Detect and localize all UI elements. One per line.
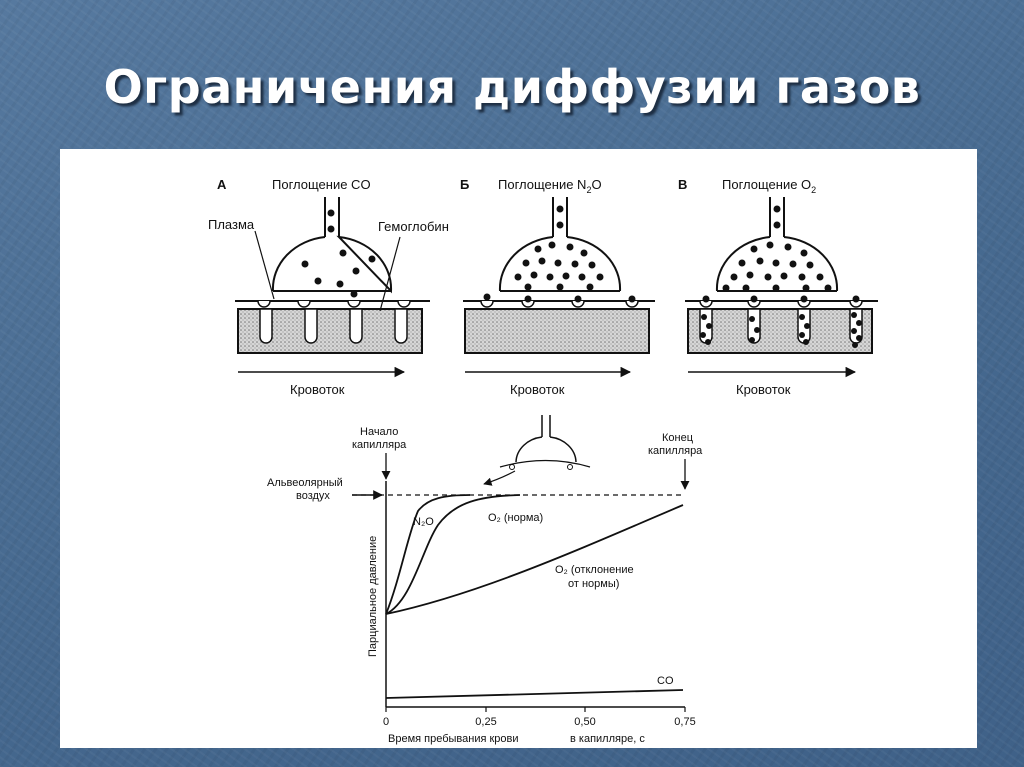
x-tick-label-1: 0,25 <box>475 716 496 728</box>
panel-a-letter: А <box>217 177 227 192</box>
panel-c: В Поглощение O2 <box>678 177 878 397</box>
plasma-label: Плазма <box>208 217 255 232</box>
plasma-pointer <box>254 230 275 300</box>
blood-flow-label-a: Кровоток <box>290 382 345 397</box>
x-axis-label-part1: Время пребывания крови <box>388 733 519 745</box>
curve-o2-normal <box>385 494 521 615</box>
blood-flow-label-c: Кровоток <box>736 382 791 397</box>
x-tick-label-2: 0,50 <box>574 716 595 728</box>
alveolus-a <box>271 197 393 294</box>
slide-title: Ограничения диффузии газов <box>103 60 921 114</box>
hemoglobin-pointer <box>379 236 401 312</box>
panel-a: А Поглощение CO Плазма Гемоглобин Кров <box>208 177 449 397</box>
hemoglobin-label: Гемоглобин <box>378 219 449 234</box>
panel-b-title: Поглощение N2O <box>498 177 602 195</box>
red-cell-block-c <box>687 308 873 354</box>
mini-alveolus <box>483 415 591 486</box>
panel-a-title: Поглощение CO <box>272 177 371 192</box>
x-ticks <box>385 707 686 712</box>
curve-label-o2-abnormal-1: O₂ (отклонение <box>555 564 634 576</box>
curve-label-co: CO <box>657 675 674 687</box>
partial-pressure-graph: 0 0,25 0,50 0,75 Начало капилляра Конец … <box>267 415 703 745</box>
x-tick-label-3: 0,75 <box>674 716 695 728</box>
curve-label-o2-normal: O₂ (норма) <box>488 512 543 524</box>
figure-panel: А Поглощение CO Плазма Гемоглобин Кров <box>60 149 977 748</box>
red-cell-block-a <box>237 308 423 354</box>
diffusion-figure: А Поглощение CO Плазма Гемоглобин Кров <box>208 177 878 745</box>
alveolus-b <box>498 197 622 292</box>
panel-b: Б Поглощение N2O Кровоток <box>460 177 655 397</box>
membrane-a <box>235 300 430 308</box>
capillary-start-label-1: Начало <box>360 426 398 438</box>
membrane-b <box>463 293 655 308</box>
capillary-end-label-1: Конец <box>662 432 694 444</box>
blood-flow-label-b: Кровоток <box>510 382 565 397</box>
alveolar-air-label-2: воздух <box>296 490 330 502</box>
panel-c-title: Поглощение O2 <box>722 177 816 195</box>
membrane-c <box>685 295 878 308</box>
curve-n2o <box>385 494 471 615</box>
curve-label-o2-abnormal-2: от нормы) <box>568 578 619 590</box>
y-axis-label: Парциальное давление <box>367 536 379 657</box>
gas-molecules-a <box>301 209 376 298</box>
capillary-end-label-2: капилляра <box>648 445 703 457</box>
panel-b-letter: Б <box>460 177 469 192</box>
capillary-start-label-2: капилляра <box>352 439 407 451</box>
x-axis-label-part2: в капилляре, с <box>570 733 645 745</box>
x-tick-label-0: 0 <box>383 716 389 728</box>
alveolar-air-label-1: Альвеолярный <box>267 477 343 489</box>
curve-label-n2o: N₂O <box>413 516 434 528</box>
gas-molecules-c <box>722 205 832 292</box>
curve-co <box>385 689 684 699</box>
gas-molecules-b <box>514 205 604 291</box>
red-cell-block-b <box>464 308 650 354</box>
curve-o2-abnormal <box>385 504 684 615</box>
panel-c-letter: В <box>678 177 687 192</box>
